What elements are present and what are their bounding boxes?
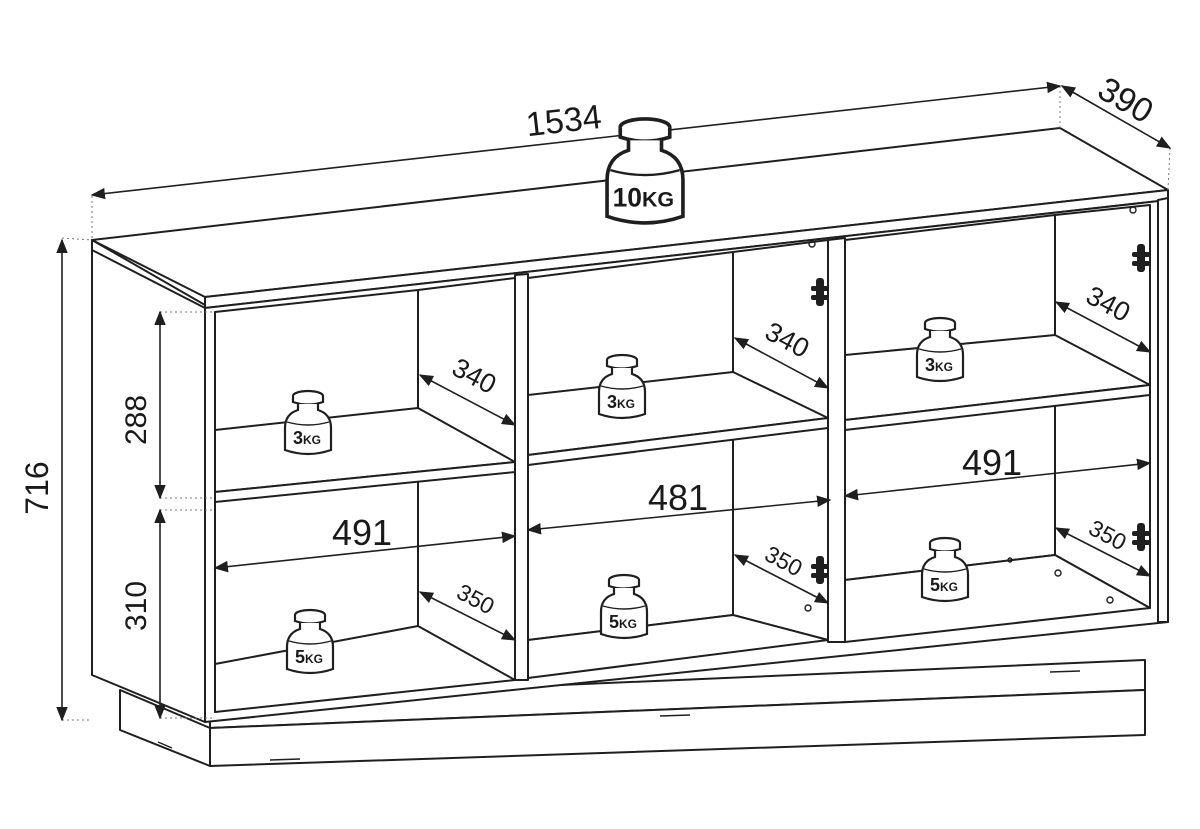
svg-text:5KG: 5KG bbox=[609, 612, 637, 632]
divider-right bbox=[827, 237, 846, 643]
weight-value: 10 bbox=[613, 182, 642, 212]
svg-text:10KG: 10KG bbox=[613, 182, 675, 212]
svg-text:5KG: 5KG bbox=[930, 575, 958, 595]
screw-hole-6 bbox=[1007, 557, 1013, 563]
foot-1 bbox=[269, 758, 301, 761]
upper-middle-depth-line bbox=[733, 337, 830, 389]
upper-left-depth-line bbox=[418, 374, 517, 426]
weight-value: 5 bbox=[295, 647, 305, 667]
upper-right-depth-line bbox=[1054, 301, 1152, 353]
weight-value: 3 bbox=[925, 355, 935, 375]
weight-unit: KG bbox=[619, 617, 637, 631]
plinth-bottom bbox=[209, 689, 1146, 767]
depth-extension bbox=[1167, 147, 1171, 191]
screw-hole-2 bbox=[1129, 206, 1137, 214]
weight-icon-lower-right: 5KG bbox=[920, 536, 970, 603]
left-width-label: 491 bbox=[332, 512, 392, 553]
width-label: 1534 bbox=[524, 98, 603, 144]
weight-unit: KG bbox=[940, 580, 958, 594]
weight-unit: KG bbox=[642, 187, 674, 211]
weight-value: 5 bbox=[930, 575, 940, 595]
svg-text:3KG: 3KG bbox=[293, 428, 321, 448]
screw-hole-3 bbox=[804, 604, 812, 612]
weight-icon-upper-middle: 3KG bbox=[597, 353, 647, 420]
lower-middle-depth-line bbox=[733, 554, 830, 604]
svg-text:3KG: 3KG bbox=[925, 355, 953, 375]
shelf-middle-edge bbox=[527, 417, 829, 466]
foot-2 bbox=[659, 714, 691, 717]
middle-width-dimension-line bbox=[526, 495, 832, 535]
foot-4 bbox=[157, 741, 173, 749]
svg-text:5KG: 5KG bbox=[295, 647, 323, 667]
weight-icon-lower-left: 5KG bbox=[285, 608, 335, 675]
weight-value: 3 bbox=[607, 392, 617, 412]
height-extension-top bbox=[61, 237, 93, 241]
right-width-dimension-line bbox=[843, 458, 1152, 501]
upper-height-label: 288 bbox=[120, 395, 153, 445]
weight-unit: KG bbox=[617, 397, 635, 411]
weight-value: 5 bbox=[609, 612, 619, 632]
weight-value: 3 bbox=[293, 428, 303, 448]
left-width-dimension-line bbox=[213, 531, 517, 573]
width-dimension-line bbox=[90, 81, 1062, 200]
divider-left bbox=[514, 273, 529, 681]
weight-unit: KG bbox=[935, 360, 953, 374]
top-left-edge bbox=[91, 240, 206, 309]
hinge-icon bbox=[1132, 244, 1150, 272]
lower-right-depth-line bbox=[1054, 527, 1152, 577]
depth-label: 390 bbox=[1091, 70, 1159, 131]
right-side-edge bbox=[1157, 197, 1169, 623]
shelf-left-edge bbox=[214, 461, 516, 503]
svg-text:3KG: 3KG bbox=[607, 392, 635, 412]
hinge-icon bbox=[811, 278, 829, 306]
depth-dimension-line bbox=[1060, 85, 1172, 149]
weight-icon-top: 10KG bbox=[605, 117, 685, 225]
shelf-right-edge bbox=[844, 384, 1151, 431]
weight-unit: KG bbox=[303, 433, 321, 447]
weight-icon-upper-left: 3KG bbox=[283, 389, 333, 456]
left-side-panel bbox=[91, 239, 206, 723]
weight-icon-lower-middle: 5KG bbox=[599, 573, 649, 640]
screw-hole-5 bbox=[1106, 596, 1114, 604]
right-width-label: 491 bbox=[962, 442, 1022, 483]
screw-hole-1 bbox=[808, 240, 816, 248]
lower-height-label: 310 bbox=[120, 581, 153, 631]
weight-icon-upper-right: 3KG bbox=[915, 316, 965, 383]
height-label: 716 bbox=[19, 461, 55, 514]
middle-width-label: 481 bbox=[648, 477, 708, 518]
lower-left-depth-line bbox=[418, 591, 517, 641]
weight-unit: KG bbox=[305, 652, 323, 666]
foot-3 bbox=[1049, 670, 1081, 673]
